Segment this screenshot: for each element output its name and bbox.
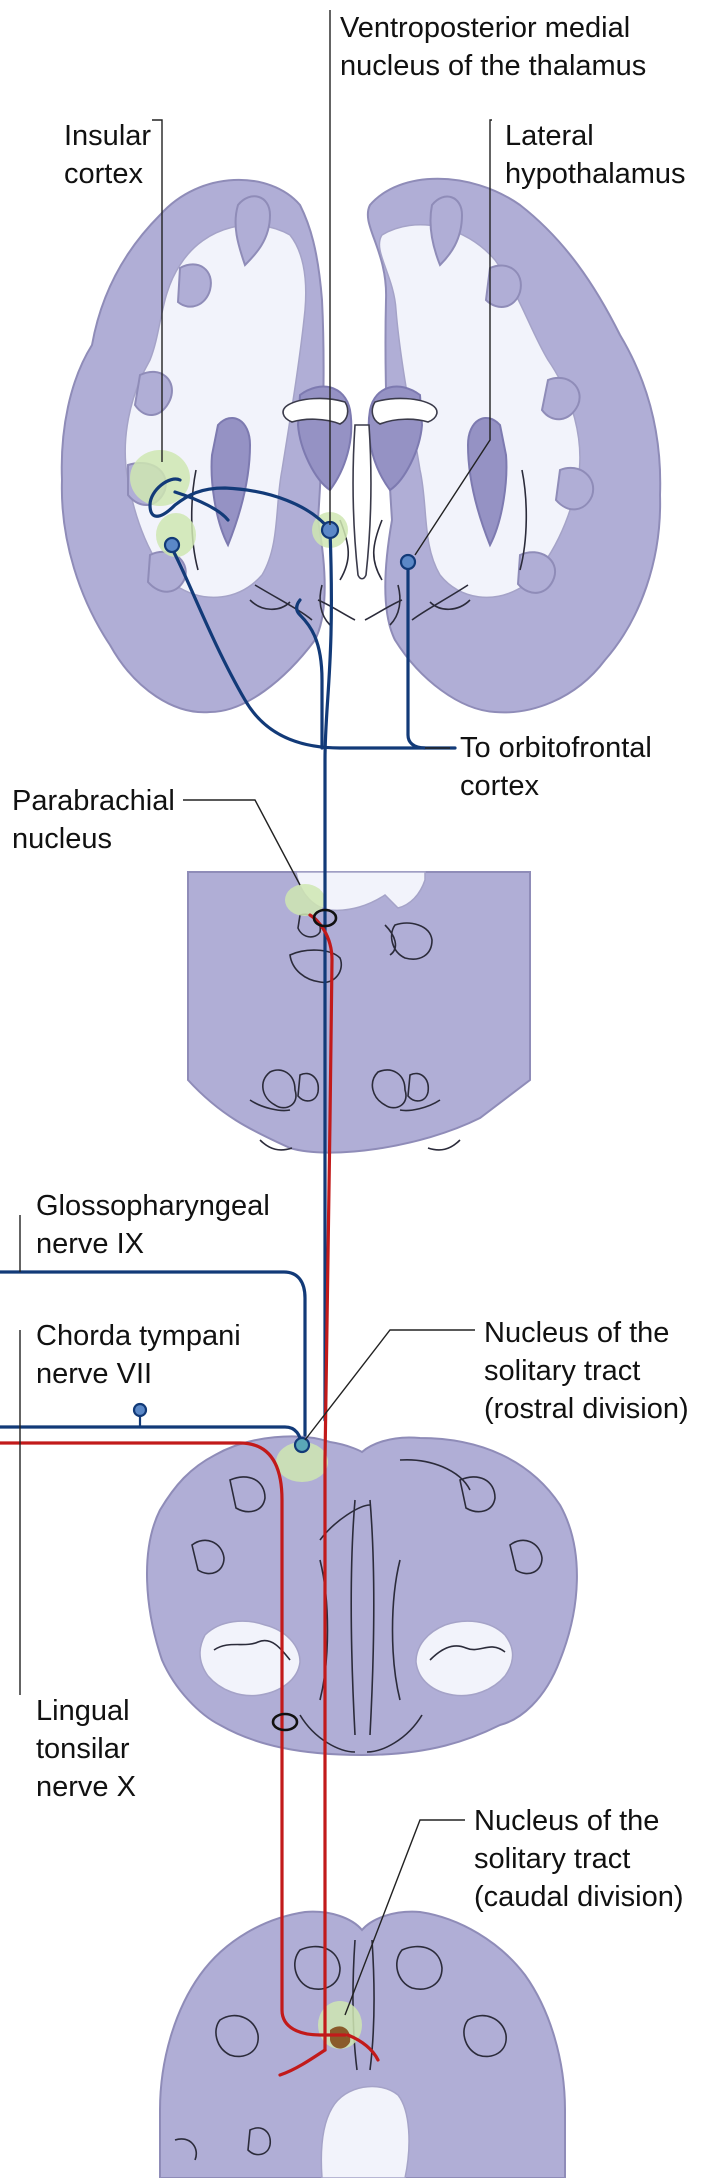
orbitofrontal-label-line1: To orbitofrontal [460,732,652,764]
lateral-hypothalamus-label-line2: hypothalamus [505,158,686,190]
leader-lines [19,10,492,2016]
nts-rostral-cell-body [293,1436,311,1454]
parabrachial-label-line1: Parabrachial [12,785,175,817]
nts-caudal-core [330,2026,351,2049]
parabrachial-synapse-ring [312,908,338,928]
vpm-label-line2: nucleus of the thalamus [340,50,646,82]
insular-label-line1: Insular [64,120,151,152]
orbitofrontal-label-line2: cortex [460,770,539,802]
vpm-label-line1: Ventroposterior medial [340,12,630,44]
insular-cortex-nucleus [130,450,190,506]
glossopharyngeal-label-line1: Glossopharyngeal [36,1190,270,1222]
nts-caudal-label-line1: Nucleus of the [474,1805,659,1837]
lingual-label-line1: Lingual [36,1695,130,1727]
nts-rostral-label-line1: Nucleus of the [484,1317,669,1349]
lingual-label-line3: nerve X [36,1771,136,1803]
labels: Ventroposterior medial nucleus of the th… [12,12,689,1913]
rostral-medulla-section [146,1435,578,1757]
neuron-cell-bodies [132,520,417,1732]
insular-label-line2: cortex [64,158,143,190]
chorda-tympani-label-line1: Chorda tympani [36,1320,241,1352]
lingual-label-line2: tonsilar [36,1733,130,1765]
insular-cell-body [163,536,181,554]
parabrachial-label-line2: nucleus [12,823,112,855]
nts-rostral-highlight [276,1442,328,1482]
glossopharyngeal-label-line2: nerve IX [36,1228,144,1260]
rostral-medulla-synapse-ring [271,1712,299,1732]
parabrachial-nucleus-highlight [285,884,325,916]
nts-caudal-label-line3: (caudal division) [474,1881,684,1913]
nts-rostral-label-line3: (rostral division) [484,1393,689,1425]
lateral-hypothalamus-cell-body [399,553,417,571]
nts-rostral-label-line2: solitary tract [484,1355,640,1387]
coronal-brain-section [60,177,662,714]
chorda-tympani-label-line2: nerve VII [36,1358,152,1390]
pons-section [187,871,531,1154]
caudal-medulla-section [159,1910,566,2178]
chorda-tympani-ganglion [132,1402,148,1418]
ascending-taste-pathway [148,477,457,1422]
lateral-hypothalamus-label-line1: Lateral [505,120,594,152]
nts-caudal-label-line2: solitary tract [474,1843,630,1875]
